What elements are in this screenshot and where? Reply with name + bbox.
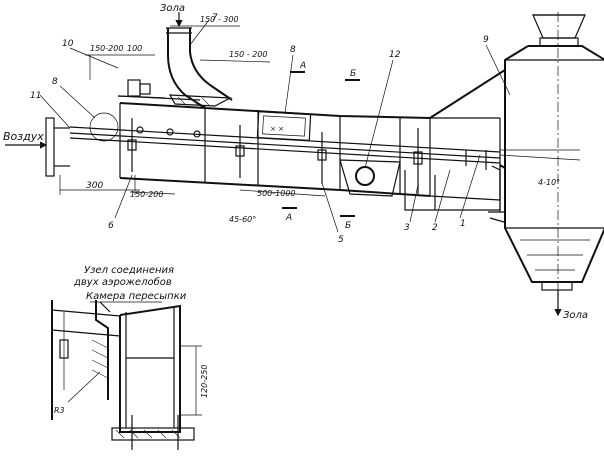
label-ash-top: Зола xyxy=(160,3,185,14)
supports xyxy=(127,118,487,194)
dim-150-300: 150 - 300 xyxy=(200,15,239,24)
text-labels: Воздух Зола Зола Узел соединения двух аэ… xyxy=(3,3,588,415)
callout-leaders xyxy=(39,19,511,233)
dim-150-200-low: 150-200 xyxy=(130,190,163,199)
callout-12: 12 xyxy=(389,50,401,60)
cyclone-hopper xyxy=(429,12,604,300)
callout-3: 3 xyxy=(404,223,410,233)
feed-chute xyxy=(166,27,233,109)
callout-10: 10 xyxy=(62,39,74,49)
dim-150-200-top: 150-200 xyxy=(90,44,123,53)
dim-r3: R3 xyxy=(54,406,65,415)
section-a-top: А xyxy=(299,61,306,71)
section-b-bottom: Б xyxy=(345,221,351,231)
label-ash-bottom: Зола xyxy=(563,310,588,321)
dim-45-60: 45-60° xyxy=(229,215,256,224)
callout-11: 11 xyxy=(30,91,41,101)
dim-4-10: 4-10° xyxy=(538,178,560,187)
svg-text:× ×: × × xyxy=(270,125,284,133)
label-air: Воздух xyxy=(3,130,44,143)
section-a-bottom: А xyxy=(285,213,292,223)
callout-6: 6 xyxy=(108,221,114,231)
callout-7: 7 xyxy=(212,13,218,23)
callout-5: 5 xyxy=(338,235,344,245)
dim-300: 300 xyxy=(86,181,103,191)
detail-title-line2: двух аэрожелобов xyxy=(73,276,172,288)
callout-2: 2 xyxy=(432,223,438,233)
section-markers xyxy=(282,71,360,217)
detail-title-line1: Узел соединения xyxy=(84,265,174,276)
detail-chamber-label: Камера пересыпки xyxy=(86,291,187,302)
callout-8-window: 8 xyxy=(290,45,296,55)
dim-500-1000: 500-1000 xyxy=(257,189,296,198)
dim-120-250: 120-250 xyxy=(200,365,209,398)
callout-1: 1 xyxy=(460,219,466,229)
callout-8-left: 8 xyxy=(52,77,58,87)
section-b-top: Б xyxy=(350,69,356,79)
detail-node-view xyxy=(51,300,202,450)
ash-arrows xyxy=(175,12,562,317)
dimension-lines xyxy=(59,25,326,197)
inspection-window: × × xyxy=(256,111,312,141)
dim-150-200-mid: 150 - 200 xyxy=(229,50,268,59)
callout-9: 9 xyxy=(483,35,489,45)
seal-node xyxy=(89,79,166,142)
dim-100: 100 xyxy=(127,44,142,53)
transfer-box xyxy=(339,159,401,197)
